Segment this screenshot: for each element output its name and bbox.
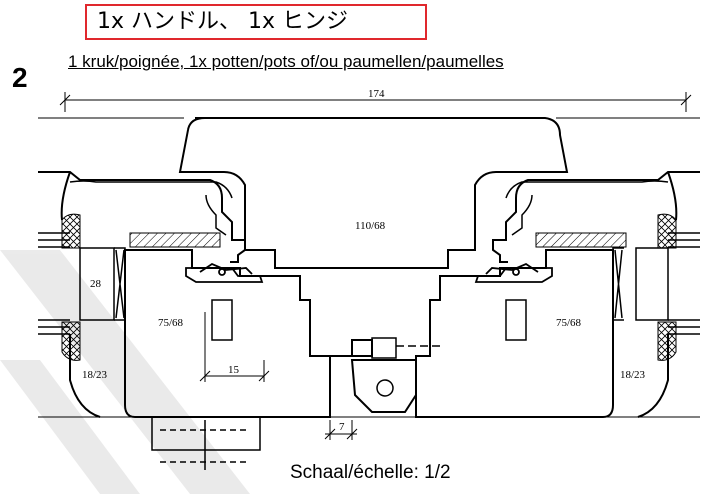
scale-label: Schaal/échelle: 1/2 <box>290 462 451 483</box>
right-frame <box>637 171 678 418</box>
right-sash-body <box>415 249 614 418</box>
right-gasket-top <box>657 213 677 249</box>
handle-hidden <box>151 417 261 470</box>
dim-15-label: 15 <box>228 364 240 376</box>
right-frame-label: 18/23 <box>620 369 646 381</box>
glazing-label: 28 <box>90 278 102 290</box>
left-frame-label: 18/23 <box>82 369 108 381</box>
center-lock <box>350 337 440 413</box>
dimension-overall <box>59 92 692 112</box>
right-hatched-bar <box>535 232 627 248</box>
right-glazing <box>612 232 700 335</box>
dimension-7 <box>324 420 358 440</box>
left-sash-label: 75/68 <box>158 317 184 329</box>
left-hardware <box>185 262 264 283</box>
center-profile <box>178 117 569 269</box>
left-gasket-top <box>61 213 81 249</box>
japanese-title: 1x ハンドル、 1x ヒンジ <box>97 9 349 34</box>
figure-number: 2 <box>12 62 28 93</box>
dim-7-label: 7 <box>339 421 345 433</box>
left-sash-top <box>38 171 246 263</box>
right-hardware <box>474 262 553 283</box>
right-sash-label: 75/68 <box>556 317 582 329</box>
left-hatched-bar <box>129 232 221 248</box>
dimension-15 <box>199 312 270 382</box>
subtitle: 1 kruk/poignée, 1x potten/pots of/ou pau… <box>68 52 504 71</box>
japanese-title-box: 1x ハンドル、 1x ヒンジ <box>85 4 427 40</box>
right-sash-top <box>492 171 700 263</box>
center-profile-label: 110/68 <box>355 220 386 232</box>
left-frame <box>60 171 101 418</box>
left-glazing <box>38 232 126 335</box>
dim-overall-label: 174 <box>368 88 385 100</box>
